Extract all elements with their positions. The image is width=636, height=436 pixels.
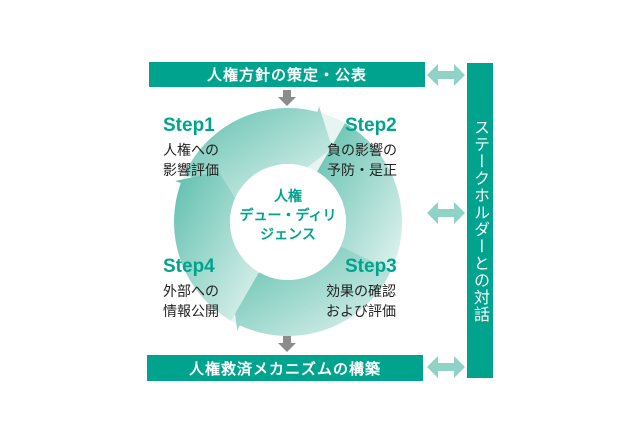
step4-label: Step4 [163,256,215,277]
center-line2: デュー・ディリ [239,208,337,224]
cycle-arrow-step3 [231,246,392,336]
down-arrow-top-icon [278,90,296,106]
cycle-arrow-step4 [173,171,259,321]
step4-line1: 外部への [163,284,219,300]
step2-text: 負の影響の予防・是正 [327,141,397,181]
step4-text: 外部への情報公開 [163,282,219,322]
step2-label: Step2 [345,115,397,136]
stakeholder-bar: ステークホルダーとの対話 [467,63,493,378]
cycle-center [230,164,346,280]
step2-line1: 負の影響の [327,143,397,159]
step3-line1: 効果の確認 [326,284,396,300]
center-title: 人権 デュー・ディリ ジェンス [228,188,348,245]
down-arrow-bottom-icon [278,336,296,352]
double-arrow-bottom-icon [427,356,465,378]
step1-line1: 人権への [163,143,219,159]
policy-bar: 人権方針の策定・公表 [149,62,425,87]
step3-text: 効果の確認および評価 [326,282,396,322]
remedy-bar: 人権救済メカニズムの構築 [147,355,423,381]
step3-line2: および評価 [326,304,396,320]
cycle-arrow-step2 [317,123,402,273]
step1-line2: 影響評価 [163,163,219,179]
center-line3: ジェンス [260,227,316,243]
step2-line2: 予防・是正 [327,163,397,179]
double-arrow-top-icon [427,64,465,86]
step4-line2: 情報公開 [163,304,219,320]
center-line1: 人権 [274,189,302,205]
step1-text: 人権への影響評価 [163,141,219,181]
step1-label: Step1 [163,115,215,136]
cycle-arrow-step1 [184,106,333,198]
double-arrow-middle-icon [427,202,465,224]
step3-label: Step3 [345,256,397,277]
